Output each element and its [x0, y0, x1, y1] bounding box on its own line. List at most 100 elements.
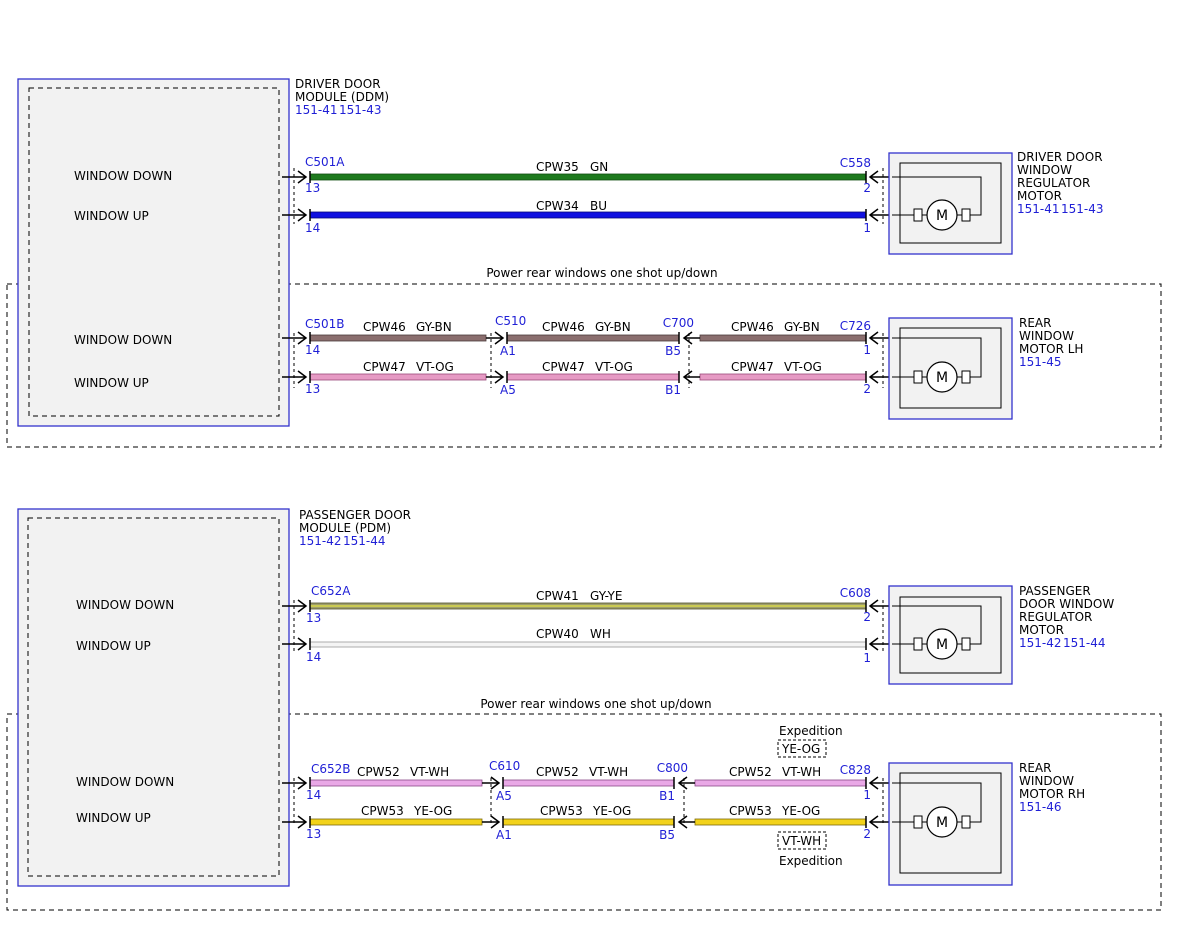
connector-arrow [282, 599, 311, 613]
module-name: MODULE (DDM) [295, 90, 389, 104]
wire-color: VT-WH [410, 765, 449, 779]
connector-label[interactable]: C828 [840, 763, 871, 777]
connector-arrow [865, 208, 892, 222]
motor-ref-link[interactable]: 151-44 [1063, 636, 1106, 650]
connector-label[interactable]: C652B [311, 762, 351, 776]
section-driver: Power rear windows one shot up/down WIND… [6, 77, 1162, 448]
rear-windows-group-box [6, 713, 1162, 911]
connector-arrow [865, 776, 892, 790]
wire-label: CPW40 [536, 627, 579, 641]
connector-arrow [282, 208, 311, 222]
connector-arrow [282, 170, 311, 184]
motor-name: WINDOW [1019, 329, 1074, 343]
module-pin-label: WINDOW UP [74, 376, 149, 390]
motor-ref-link[interactable]: 151-43 [1061, 202, 1104, 216]
wire-color: GY-YE [590, 589, 622, 603]
pin-number: A5 [500, 383, 516, 397]
wire-label: CPW53 [361, 804, 404, 818]
connector-label[interactable]: C608 [840, 586, 871, 600]
pin-number: 2 [863, 181, 871, 195]
motor-ref-link[interactable]: 151-45 [1019, 355, 1062, 369]
module-pin-label: WINDOW DOWN [76, 598, 174, 612]
module-pin-label: WINDOW UP [76, 811, 151, 825]
pin-number: 14 [305, 221, 320, 235]
motor-inner-box [899, 162, 1002, 244]
connector-label[interactable]: C558 [840, 156, 871, 170]
driver-door-module-inner [28, 87, 280, 417]
wire-color: GY-BN [784, 320, 820, 334]
connector-label[interactable]: C726 [840, 319, 871, 333]
wire-label: CPW47 [542, 360, 585, 374]
expedition-color-box [777, 739, 827, 758]
motor-inner-box [899, 596, 1002, 674]
motor-ref-link[interactable]: 151-41 [1017, 202, 1060, 216]
motor-ref-link[interactable]: 151-42 [1019, 636, 1062, 650]
module-pin-label: WINDOW DOWN [74, 169, 172, 183]
connector-arrow [673, 815, 695, 829]
motor-wiring [892, 337, 982, 378]
pin-number: 13 [306, 827, 321, 841]
wire-cpw47-seg [309, 373, 487, 381]
wire-color: VT-OG [595, 360, 633, 374]
module-pin-label: WINDOW DOWN [76, 775, 174, 789]
motor-symbol-label: M [936, 370, 948, 386]
motor-symbol-label: M [936, 208, 948, 224]
connector-arrow [865, 599, 892, 613]
wire-label: CPW46 [542, 320, 585, 334]
wire-label: CPW47 [363, 360, 406, 374]
wire-label: CPW46 [363, 320, 406, 334]
connector-arrow [865, 370, 892, 384]
pin-number: 14 [306, 788, 321, 802]
rear-windows-note: Power rear windows one shot up/down [480, 697, 711, 711]
pin-number: B1 [665, 383, 681, 397]
section-passenger: Power rear windows one shot up/down WIND… [6, 508, 1162, 911]
pin-number: 13 [306, 611, 321, 625]
motor-name: WINDOW [1017, 163, 1072, 177]
expedition-color: YE-OG [781, 742, 820, 756]
connector-label[interactable]: C610 [489, 759, 520, 773]
connector-label[interactable]: C501B [305, 317, 345, 331]
wire-cpw53-seg [694, 818, 867, 826]
wire-label: CPW34 [536, 199, 579, 213]
wire-label: CPW46 [731, 320, 774, 334]
connector-label[interactable]: C510 [495, 314, 526, 328]
wire-color: VT-WH [589, 765, 628, 779]
wire-cpw53-seg [502, 818, 675, 826]
expedition-label: Expedition [779, 854, 843, 868]
wire-cpw35 [309, 173, 867, 181]
wire-cpw46-seg [506, 334, 680, 342]
module-name: MODULE (PDM) [299, 521, 391, 535]
pin-number: 2 [863, 610, 871, 624]
wire-cpw46-seg [309, 334, 487, 342]
pin-number: B1 [659, 789, 675, 803]
module-ref-link[interactable]: 151-42 [299, 534, 342, 548]
module-ref-link[interactable]: 151-41 [295, 103, 338, 117]
wire-cpw52-seg [694, 779, 867, 787]
module-pin-label: WINDOW UP [76, 639, 151, 653]
connector-label[interactable]: C652A [311, 584, 351, 598]
wire-color: BU [590, 199, 607, 213]
motor-symbol-label: M [936, 815, 948, 831]
connector-label[interactable]: C501A [305, 155, 345, 169]
connector-arrow [865, 815, 892, 829]
wire-label: CPW52 [536, 765, 579, 779]
motor-name: REAR [1019, 761, 1051, 775]
pin-number: 13 [305, 382, 320, 396]
wire-color: WH [590, 627, 611, 641]
connector-label[interactable]: C700 [663, 316, 694, 330]
expedition-label: Expedition [779, 724, 843, 738]
passenger-door-module [17, 508, 290, 887]
motor-wiring [892, 782, 982, 823]
wire-color: VT-OG [784, 360, 822, 374]
module-ref-link[interactable]: 151-44 [343, 534, 386, 548]
module-ref-link[interactable]: 151-43 [339, 103, 382, 117]
wire-color: GY-BN [595, 320, 631, 334]
connector-label[interactable]: C800 [657, 761, 688, 775]
motor-ref-link[interactable]: 151-46 [1019, 800, 1062, 814]
motor-name: REGULATOR [1017, 176, 1090, 190]
wire-cpw47-seg [699, 373, 867, 381]
connector-arrow [673, 776, 695, 790]
pin-number: 1 [863, 343, 871, 357]
driver-door-module [17, 78, 290, 427]
